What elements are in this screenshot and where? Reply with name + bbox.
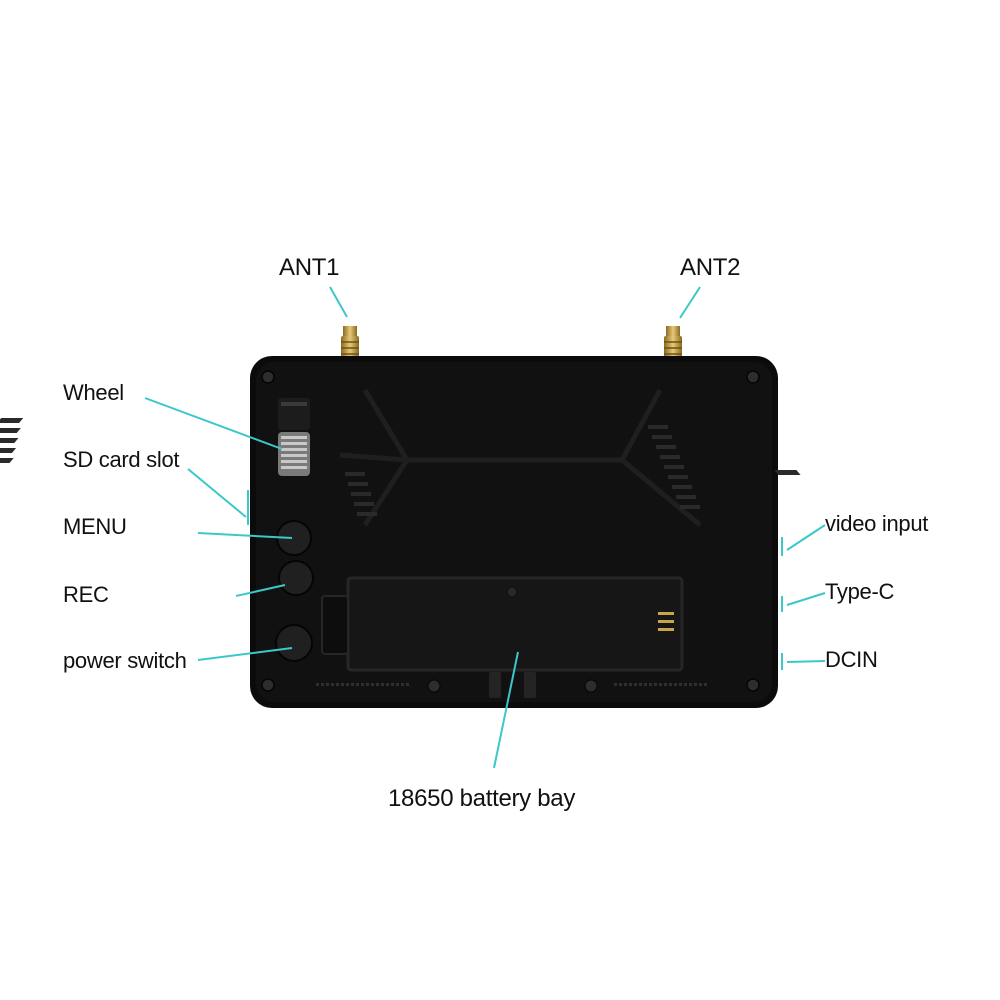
vent-dot: [699, 683, 702, 686]
vent-dot: [351, 683, 354, 686]
rec-button: [278, 560, 314, 596]
leader-line-power-switch: [197, 647, 293, 661]
vent-dot: [381, 683, 384, 686]
vent-dot: [396, 683, 399, 686]
leader-line-type-c: [786, 592, 826, 606]
vent-dot: [356, 683, 359, 686]
vent-dot: [644, 683, 647, 686]
battery-bay: [321, 576, 684, 672]
leader-line-dcin: [786, 660, 826, 663]
vent-dot: [679, 683, 682, 686]
vent-dot: [669, 683, 672, 686]
power-switch: [275, 624, 313, 662]
leader-line-wheel: [144, 397, 283, 450]
vent-dot: [649, 683, 652, 686]
label-type-c: Type-C: [825, 579, 895, 604]
label-sd-card-slot: SD card slot: [63, 447, 180, 472]
vent-dot: [401, 683, 404, 686]
vent-dot: [366, 683, 369, 686]
vent-dot: [664, 683, 667, 686]
label-menu: MENU: [63, 514, 127, 539]
leader-line-video-input: [786, 524, 826, 551]
leader-line-sd-card-slot: [187, 468, 247, 518]
vent-slots-right: [648, 425, 700, 509]
label-rec: REC: [63, 582, 109, 607]
corner-screws: [261, 370, 760, 692]
vent-dot: [361, 683, 364, 686]
vent-dot: [694, 683, 697, 686]
vent-dot: [376, 683, 379, 686]
vent-dot: [614, 683, 617, 686]
vent-dot: [704, 683, 707, 686]
wheel: [278, 398, 310, 476]
vent-dot: [336, 683, 339, 686]
antenna-ant1: [341, 326, 359, 360]
label-dcin: DCIN: [825, 647, 878, 672]
vent-dot: [684, 683, 687, 686]
label-power-switch: power switch: [63, 648, 187, 673]
leader-line-rec: [235, 584, 286, 597]
vent-dot: [341, 683, 344, 686]
leader-line-menu: [197, 532, 293, 539]
label-ant1: ANT1: [279, 254, 340, 281]
label-video-input: video input: [825, 511, 929, 536]
vent-dot: [689, 683, 692, 686]
antenna-ant2: [664, 326, 682, 360]
label-ant2: ANT2: [680, 254, 741, 281]
vent-dot: [624, 683, 627, 686]
vent-dot: [316, 683, 319, 686]
leader-line-battery-bay: [493, 651, 519, 769]
vent-dot: [674, 683, 677, 686]
vent-dot: [619, 683, 622, 686]
bottom-clips: [427, 672, 598, 698]
label-battery-bay: 18650 battery bay: [388, 785, 576, 812]
vent-dot: [654, 683, 657, 686]
vent-dot: [331, 683, 334, 686]
vent-dot: [639, 683, 642, 686]
vent-dot: [326, 683, 329, 686]
vent-dot: [321, 683, 324, 686]
vent-dot: [371, 683, 374, 686]
vent-dot: [346, 683, 349, 686]
bottom-dots-left: [316, 683, 409, 686]
vent-dot: [659, 683, 662, 686]
vent-dot: [406, 683, 409, 686]
vent-slots-left-lower: [345, 472, 377, 516]
vent-dot: [629, 683, 632, 686]
leader-line-ant1: [329, 286, 348, 318]
bottom-dots-right: [614, 683, 707, 686]
label-wheel: Wheel: [63, 380, 124, 405]
vent-dot: [634, 683, 637, 686]
vent-dot: [391, 683, 394, 686]
leader-line-ant2: [679, 286, 701, 319]
vent-dot: [386, 683, 389, 686]
leader-lines: [144, 286, 826, 769]
vent-slots-left: [0, 418, 801, 475]
